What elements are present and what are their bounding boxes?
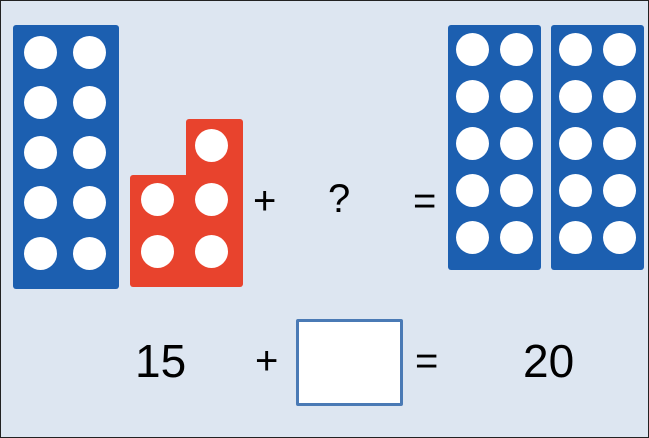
hole — [195, 235, 228, 268]
blue-ten-block-right-1 — [448, 25, 541, 270]
hole — [603, 174, 636, 207]
hole — [73, 136, 106, 169]
hole — [456, 80, 489, 113]
plus-sign-top: + — [253, 179, 277, 223]
hole — [24, 136, 57, 169]
hole — [559, 127, 592, 160]
equals-sign-top: = — [413, 179, 437, 223]
hole — [24, 237, 57, 270]
equals-sign-bottom: = — [415, 339, 439, 383]
blue-ten-block-right-2 — [551, 25, 644, 270]
hole — [559, 221, 592, 254]
hole — [456, 221, 489, 254]
right-number: 20 — [523, 335, 575, 387]
hole — [73, 237, 106, 270]
hole — [24, 186, 57, 219]
hole — [603, 80, 636, 113]
plus-sign-bottom: + — [255, 339, 279, 383]
hole — [603, 33, 636, 66]
hole — [24, 86, 57, 119]
hole — [456, 33, 489, 66]
hole — [500, 80, 533, 113]
red-five-block — [130, 119, 243, 287]
hole — [456, 174, 489, 207]
hole — [24, 36, 57, 69]
hole — [559, 174, 592, 207]
hole — [195, 129, 228, 162]
hole — [141, 183, 174, 216]
hole — [456, 127, 489, 160]
hole — [500, 33, 533, 66]
hole — [603, 127, 636, 160]
hole — [73, 86, 106, 119]
hole — [141, 235, 174, 268]
question-mark: ? — [328, 177, 351, 221]
answer-box[interactable] — [296, 319, 403, 406]
hole — [500, 174, 533, 207]
hole — [195, 183, 228, 216]
hole — [500, 127, 533, 160]
hole — [500, 221, 533, 254]
hole — [603, 221, 636, 254]
hole — [559, 80, 592, 113]
hole — [559, 33, 592, 66]
left-number: 15 — [135, 335, 187, 387]
hole — [73, 186, 106, 219]
blue-ten-block-left — [13, 25, 119, 289]
hole — [73, 36, 106, 69]
